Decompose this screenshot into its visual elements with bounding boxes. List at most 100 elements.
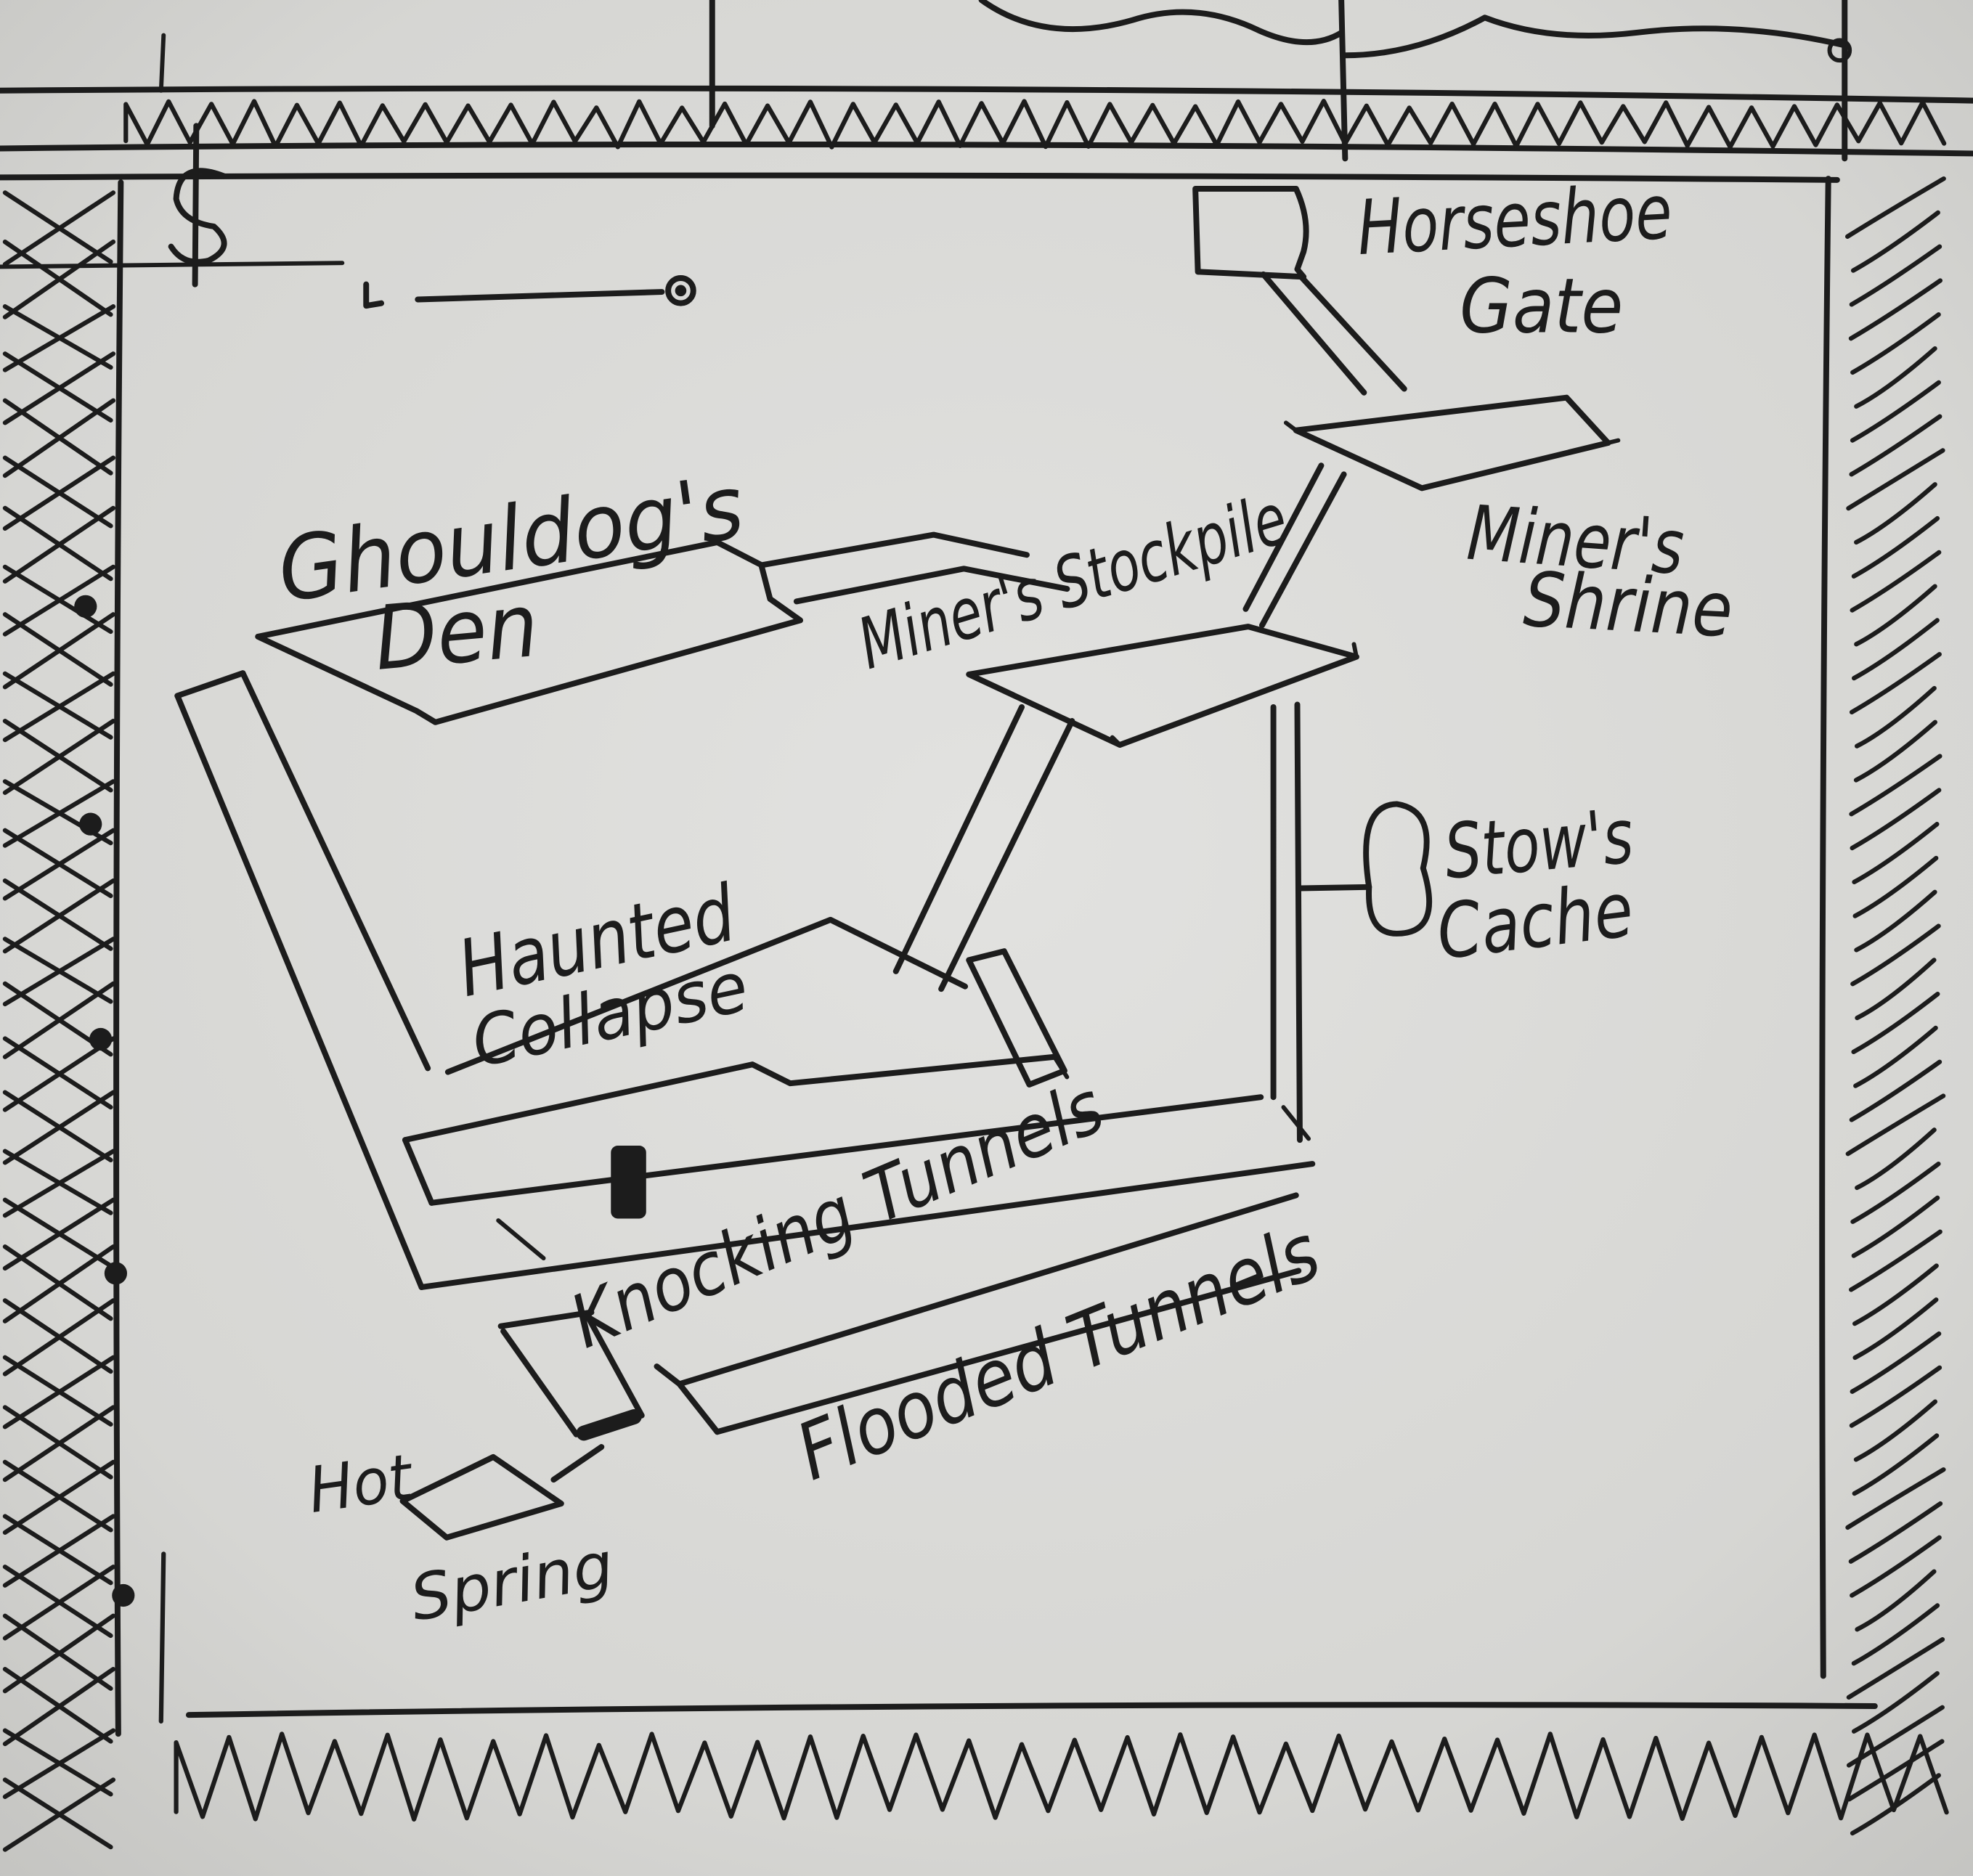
right-slash-hatch <box>1845 1467 1946 1530</box>
border-hatching <box>2 99 1949 1852</box>
right-slash-hatch <box>1845 176 1946 239</box>
right-slash-hatch <box>1849 652 1942 715</box>
top-right-loop <box>1827 38 1852 63</box>
right-slash-hatch <box>1851 515 1940 579</box>
right-slash-hatch <box>1855 1127 1937 1191</box>
horseshoe-gate-room <box>1192 185 1309 280</box>
left-cross-hatch <box>2 1405 116 1483</box>
right-slash-hatch <box>1849 414 1943 477</box>
stockpile-corridor-right <box>938 718 1075 992</box>
right-slash-hatch <box>1850 788 1942 851</box>
left-cross-hatch <box>2 455 116 531</box>
hot-spring-link <box>550 1444 605 1483</box>
knocking-end-tick <box>1281 1105 1311 1141</box>
right-slash-hatch <box>1849 1365 1943 1428</box>
left-cross-hatch <box>2 1777 116 1852</box>
flooded-band-left-edge <box>654 1363 720 1435</box>
mountain-ridge-2 <box>1342 15 1848 59</box>
top-inner-line <box>0 172 1840 183</box>
flooded-tunnels-upper <box>676 1192 1299 1387</box>
right-slash-hatch <box>1850 923 1941 987</box>
left-long-line <box>0 261 345 269</box>
top-divider-2 <box>1338 0 1348 162</box>
map-features <box>174 185 1621 1541</box>
right-slash-hatch <box>1849 1229 1943 1292</box>
left-cross-hatch <box>2 779 116 848</box>
flooded-tunnels-lower <box>714 1268 1302 1435</box>
knocking-tick <box>496 1218 546 1261</box>
right-slash-hatch <box>1852 822 1940 884</box>
right-slash-hatch <box>1854 346 1937 409</box>
top-zigzag-hatch <box>123 99 1947 150</box>
den-corridor-top <box>760 531 1030 568</box>
right-slash-hatch <box>1850 312 1941 375</box>
dollar-sign-icon <box>168 123 227 287</box>
den-corridor-bottom <box>793 566 1070 605</box>
left-cross-hatch <box>2 1149 116 1218</box>
right-slash-hatch <box>1850 210 1940 273</box>
haunted-collapse-floor <box>402 1053 1058 1143</box>
main-shaft-cap <box>174 670 246 699</box>
scale-bar-tick <box>363 281 385 309</box>
right-slash-hatch <box>1854 482 1937 545</box>
right-slash-hatch <box>1852 1433 1940 1496</box>
left-cross-hatch <box>2 1298 116 1377</box>
black-marker <box>611 1145 646 1219</box>
knocking-tunnels-outer <box>418 1161 1316 1290</box>
left-cross-hatch <box>2 1459 116 1535</box>
right-slash-hatch <box>1845 1093 1946 1157</box>
top-outer-line <box>0 85 1973 104</box>
right-slash-hatch <box>1851 1603 1940 1666</box>
right-slash-hatch <box>1846 1637 1945 1700</box>
knocking-band-upper <box>428 1094 1264 1206</box>
dollar-sign-curve <box>168 168 227 265</box>
label-stows-cache-line1: Stow's <box>1441 791 1637 896</box>
right-slash-hatch <box>1853 1399 1938 1462</box>
right-slash-hatch <box>1852 1297 1939 1361</box>
knocking-lower <box>497 1309 595 1329</box>
scale-bar-dot <box>665 275 696 306</box>
left-cross-hatch <box>2 1355 116 1430</box>
left-cross-hatch <box>2 240 116 319</box>
left-cross-hatch <box>2 878 116 954</box>
border-dot <box>104 1262 128 1285</box>
left-edge-line <box>158 1551 166 1724</box>
left-cross-hatch <box>2 1090 116 1165</box>
main-shaft-inner <box>240 670 431 1072</box>
label-miners-shrine-line2: Shrine <box>1521 555 1735 654</box>
right-slash-hatch <box>1851 1671 1940 1734</box>
left-inner-line <box>113 179 124 1737</box>
right-slash-hatch <box>1850 1773 1941 1836</box>
bottom-inner-line <box>185 1702 1878 1718</box>
gate-corridor-right <box>1299 275 1407 392</box>
mountain-ridge-1 <box>978 0 1345 46</box>
left-cross-hatch <box>2 981 116 1059</box>
stow-cache-branch <box>1296 884 1372 892</box>
right-slash-hatch <box>1854 584 1937 647</box>
left-cross-hatch <box>2 564 116 637</box>
border-dot <box>74 595 97 618</box>
scale-bar-line <box>415 289 665 303</box>
right-slash-hatch <box>1853 1025 1938 1088</box>
haunted-collapse-top <box>444 916 969 1075</box>
right-slash-hatch <box>1849 244 1943 307</box>
knocking-band-left-edge <box>402 1137 435 1206</box>
stow-corridor-right <box>1294 701 1303 1143</box>
left-cross-hatch <box>2 671 116 743</box>
left-cross-hatch <box>2 1728 116 1799</box>
right-slash-hatch <box>1850 1161 1941 1224</box>
border-dot <box>79 812 102 836</box>
border-dot <box>89 1027 113 1051</box>
left-cross-hatch <box>2 719 116 795</box>
left-cross-hatch <box>2 304 116 372</box>
right-slash-hatch <box>1848 278 1943 341</box>
scale-bar-icon <box>363 275 696 309</box>
label-ghouldogs-den-line2: Den <box>370 574 542 690</box>
bottom-zigzag-hatch <box>174 1732 1949 1822</box>
right-slash-hatch <box>1855 958 1937 1021</box>
left-cross-hatch <box>2 612 116 690</box>
left-cross-hatch <box>2 828 116 901</box>
small-shaft-bottom <box>576 1409 642 1441</box>
